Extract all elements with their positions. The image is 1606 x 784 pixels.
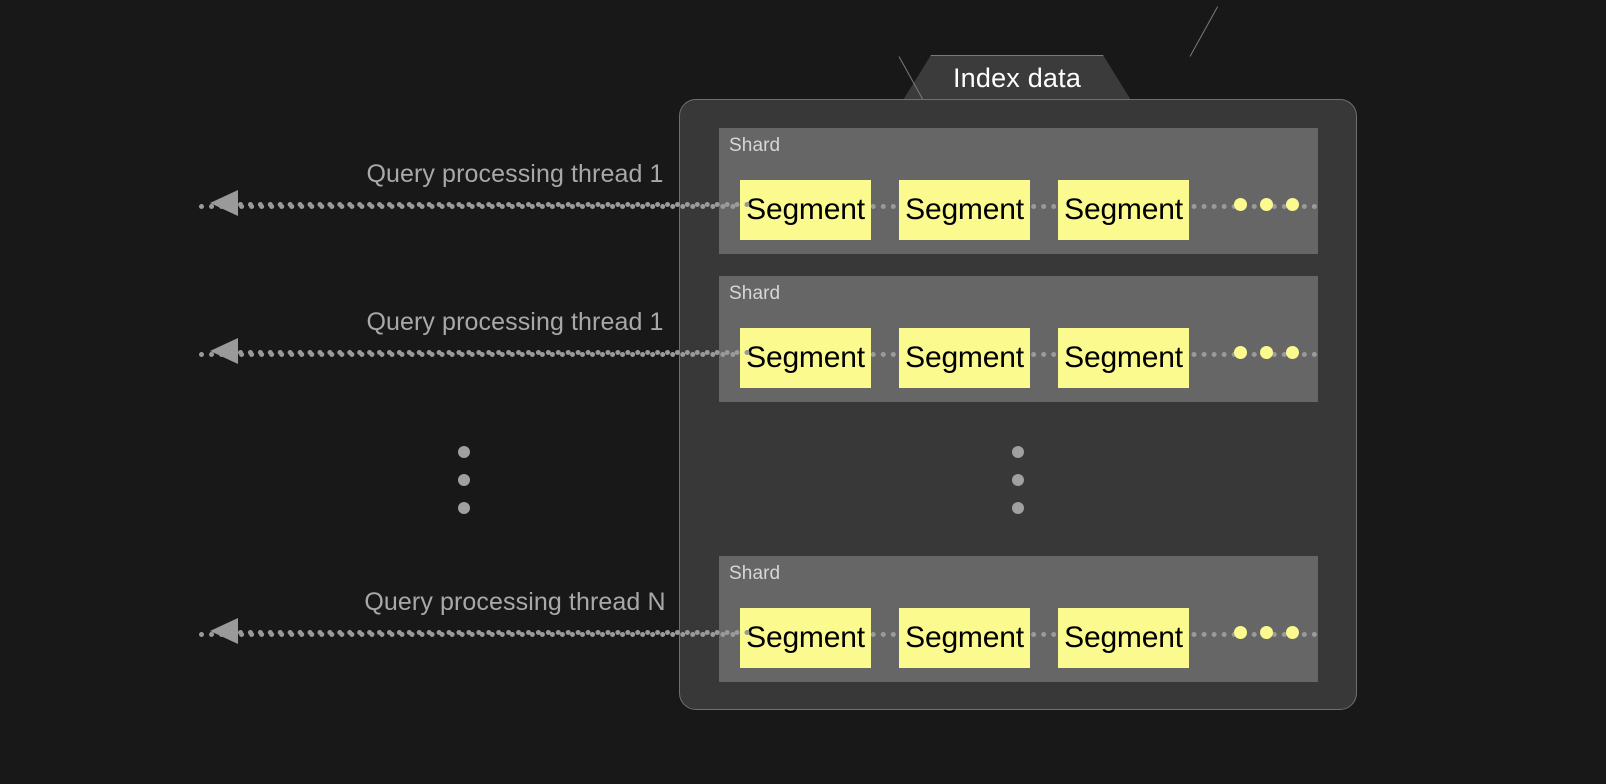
arrow-head-icon [210,618,238,644]
segment-ellipsis [1234,198,1299,211]
ellipsis-dot [1012,502,1024,514]
query-thread-label: Query processing thread 1 [366,308,664,336]
ellipsis-dot [1234,198,1247,211]
segment-gap [871,608,899,668]
segment-list: Segment Segment Segment [740,608,1189,668]
shard-vertical-ellipsis [1012,446,1024,514]
segment-box: Segment [740,328,871,388]
segment-gap [1030,328,1058,388]
query-thread-label: Query processing thread 1 [366,160,664,188]
segment-list: Segment Segment Segment [740,328,1189,388]
segment-ellipsis [1234,346,1299,359]
ellipsis-dot [1012,474,1024,486]
thread-vertical-ellipsis [458,446,470,514]
query-thread-label: Query processing thread N [364,588,666,616]
ellipsis-dot [1260,626,1273,639]
index-data-tab [900,55,1134,105]
segment-box: Segment [899,608,1030,668]
ellipsis-dot [1012,446,1024,458]
ellipsis-dot [458,446,470,458]
segment-ellipsis [1234,626,1299,639]
shard-row: Shard Segment Segment Segment [199,276,1318,402]
arrow-line [238,202,750,207]
segment-box: Segment [1058,328,1189,388]
segment-box: Segment [899,180,1030,240]
arrow-head-icon [210,338,238,364]
arrow-line [238,630,750,635]
ellipsis-dot [1286,346,1299,359]
segment-box: Segment [899,328,1030,388]
segment-box: Segment [1058,180,1189,240]
ellipsis-dot [1286,626,1299,639]
tab-right-edge [1189,6,1219,57]
segment-box: Segment [740,180,871,240]
shard-label: Shard [729,135,781,156]
segment-box: Segment [740,608,871,668]
shard-row: Shard Segment Segment Segment [199,128,1318,254]
ellipsis-dot [1260,346,1273,359]
ellipsis-dot [1260,198,1273,211]
segment-gap [1030,180,1058,240]
segment-gap [1030,608,1058,668]
segment-list: Segment Segment Segment [740,180,1189,240]
segment-box: Segment [1058,608,1189,668]
segment-gap [871,328,899,388]
segment-gap [871,180,899,240]
ellipsis-dot [1234,626,1247,639]
arrow-head-icon [210,190,238,216]
index-data-tab-label: Index data [952,62,1082,93]
ellipsis-dot [458,502,470,514]
shard-label: Shard [729,563,781,584]
arrow-line [238,350,750,355]
shard-label: Shard [729,283,781,304]
ellipsis-dot [1234,346,1247,359]
ellipsis-dot [1286,198,1299,211]
ellipsis-dot [458,474,470,486]
shard-row: Shard Segment Segment Segment [199,556,1318,682]
